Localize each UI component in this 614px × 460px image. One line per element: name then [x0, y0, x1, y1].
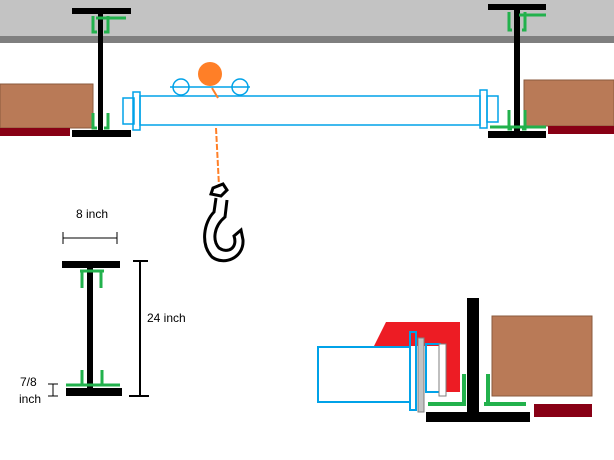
width-dimension [62, 232, 118, 244]
overhead-tube-beam [122, 89, 499, 131]
right-wall-sill [548, 126, 614, 134]
height-dimension [129, 260, 149, 397]
flange-label-line2: inch [19, 392, 41, 406]
right-i-beam [488, 4, 546, 138]
connection-wall-sill [534, 404, 592, 417]
flange-dimension [48, 383, 58, 397]
left-wall-block [0, 83, 94, 129]
flange-label-line1: 7/8 [20, 375, 37, 389]
left-wall-sill [0, 128, 70, 136]
hook-icon [203, 182, 245, 263]
red-plate [374, 322, 460, 392]
right-wall-block [523, 79, 614, 127]
ceiling-underside [0, 36, 614, 43]
connection-wall-block [491, 315, 593, 397]
width-label: 8 inch [76, 207, 108, 221]
connection-detail [317, 298, 593, 422]
detail-i-beam [62, 261, 122, 396]
trolley-ball [198, 62, 222, 86]
trolley [170, 62, 250, 99]
hoist-chain [215, 127, 220, 187]
left-i-beam [72, 8, 131, 137]
height-label: 24 inch [147, 311, 186, 325]
